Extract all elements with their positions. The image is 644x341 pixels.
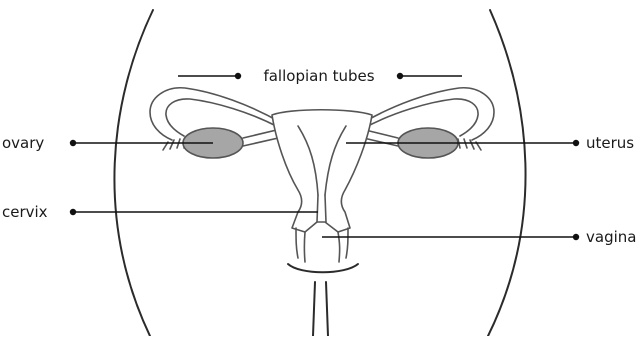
- body-outline-left: [114, 10, 153, 336]
- label-fallopian-tubes-text: fallopian tubes: [263, 67, 374, 85]
- label-uterus: uterus: [346, 134, 634, 152]
- label-cervix: cervix: [2, 203, 318, 221]
- body-outline-right: [488, 10, 526, 336]
- uterus-shape: [272, 110, 372, 232]
- label-uterus-text: uterus: [586, 134, 634, 152]
- label-cervix-text: cervix: [2, 203, 48, 221]
- label-vagina-text: vagina: [586, 228, 636, 246]
- label-ovary: ovary: [2, 134, 213, 152]
- vaginal-opening-right: [326, 282, 328, 336]
- label-fallopian-tubes: fallopian tubes: [178, 67, 462, 85]
- vulva-outline: [288, 264, 358, 272]
- label-vagina: vagina: [322, 228, 636, 246]
- vagina-shape: [296, 228, 348, 262]
- vaginal-opening-left: [313, 282, 315, 336]
- label-ovary-text: ovary: [2, 134, 44, 152]
